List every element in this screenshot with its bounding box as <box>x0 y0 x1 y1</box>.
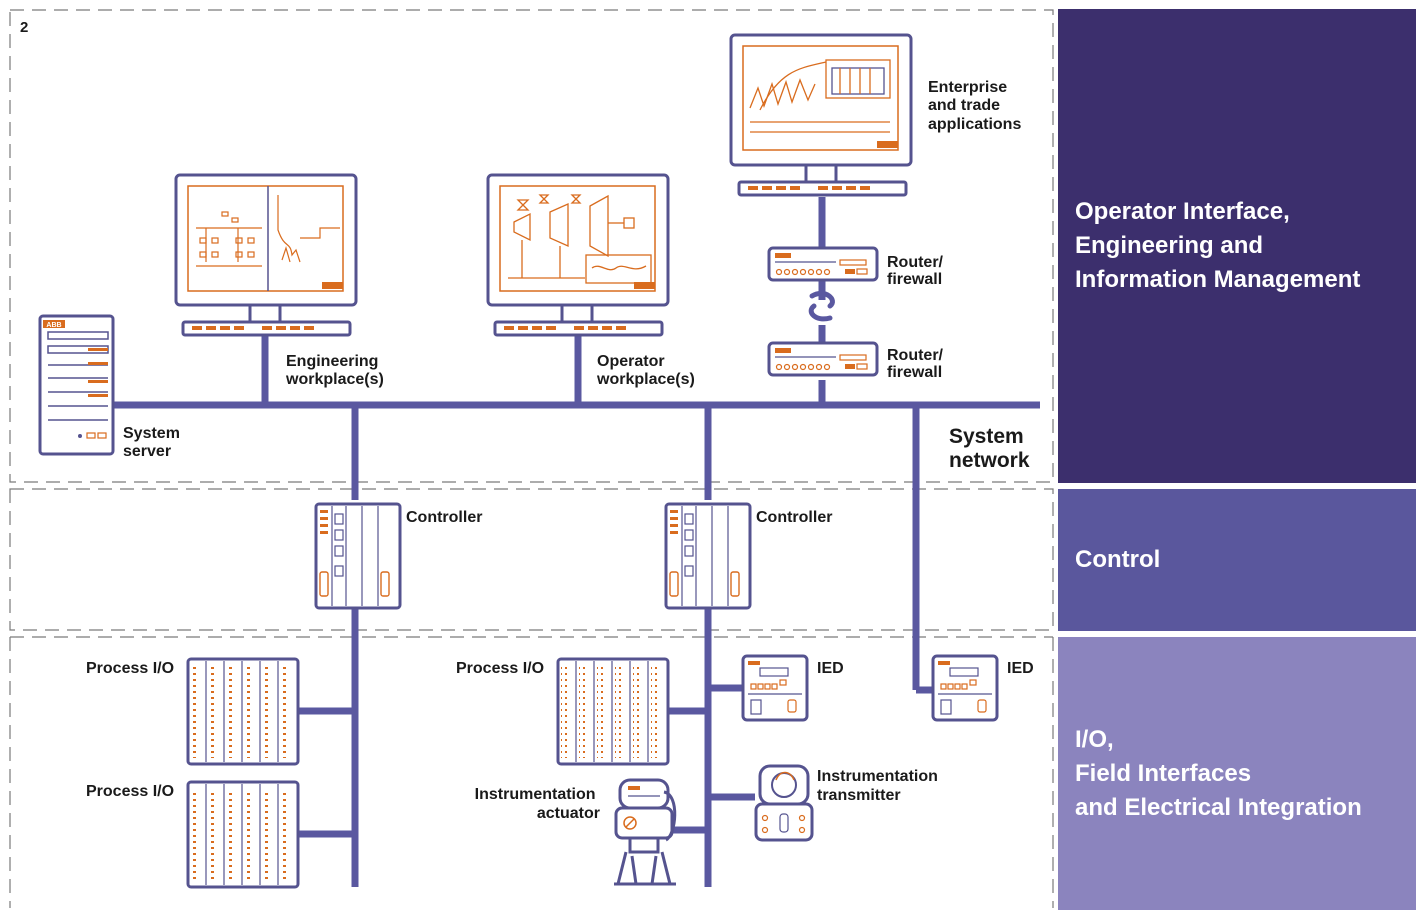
controller-2-label: Controller <box>756 509 832 526</box>
tier-operator-panel: Operator Interface, Engineering and Info… <box>1058 9 1416 483</box>
router-firewall-top-icon <box>767 246 879 282</box>
tier-io-panel: I/O, Field Interfaces and Electrical Int… <box>1058 637 1416 910</box>
tier-control-label: Control <box>1075 546 1161 573</box>
process-io-3-label: Process I/O <box>456 660 544 677</box>
instrumentation-actuator-label: Instrumentation actuator <box>475 786 600 822</box>
wan-link-icon <box>808 290 835 322</box>
engineering-workplace-label: Engineering workplace(s) <box>285 353 384 388</box>
operator-workplace-label: Operator workplace(s) <box>596 353 695 388</box>
enterprise-label: Enterprise and trade applications <box>928 79 1021 133</box>
process-io-1-label: Process I/O <box>86 660 174 677</box>
router-firewall-bottom-label: Router/ firewall <box>887 347 947 381</box>
network-lines <box>110 197 1040 887</box>
ied-1-icon <box>741 654 809 722</box>
server-brand-label: ABB <box>46 322 61 329</box>
enterprise-workstation-icon <box>729 33 913 197</box>
process-io-2-label: Process I/O <box>86 783 174 800</box>
tier-borders <box>9 9 1054 908</box>
controller-1-icon <box>314 502 402 610</box>
figure-number: 2 <box>20 19 28 36</box>
router-firewall-top-label: Router/ firewall <box>887 254 947 288</box>
router-firewall-bottom-icon <box>767 341 879 377</box>
process-io-1-icon <box>186 657 300 766</box>
tier-operator-label: Operator Interface, Engineering and Info… <box>1075 198 1361 293</box>
system-server-icon: ABB <box>38 314 115 456</box>
system-architecture-diagram: 2 ABB <box>9 9 1054 908</box>
ied-2-icon <box>931 654 999 722</box>
controller-2-icon <box>664 502 752 610</box>
instrumentation-actuator-icon <box>614 778 677 886</box>
system-server-label: System server <box>123 425 184 460</box>
ied-2-label: IED <box>1007 660 1034 677</box>
instrumentation-transmitter-icon <box>754 764 814 842</box>
controller-1-label: Controller <box>406 509 482 526</box>
operator-workstation-icon <box>486 173 670 337</box>
server-brand-badge <box>43 320 65 328</box>
process-io-2-icon <box>186 780 300 889</box>
tier-io-label: I/O, Field Interfaces and Electrical Int… <box>1075 725 1362 821</box>
process-io-3-icon <box>556 657 670 766</box>
tier-control-panel: Control <box>1058 489 1416 631</box>
instrumentation-transmitter-label: Instrumentation transmitter <box>817 768 942 804</box>
ied-1-label: IED <box>817 660 844 677</box>
system-network-label: System network <box>949 425 1030 472</box>
engineering-workstation-icon <box>174 173 358 337</box>
